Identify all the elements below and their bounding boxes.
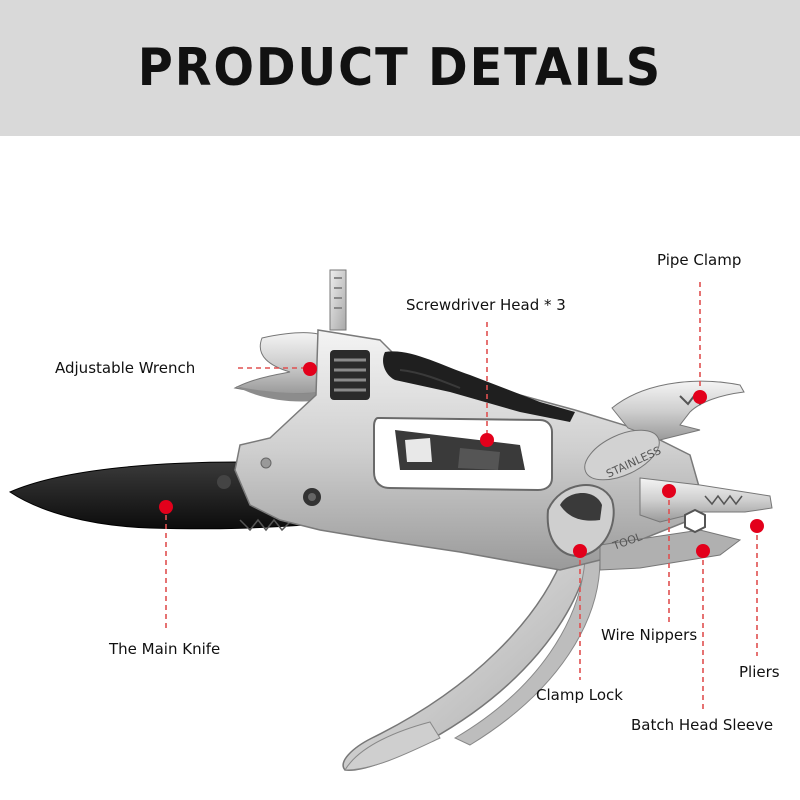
hex-socket	[684, 508, 706, 534]
label-adjustable-wrench: Adjustable Wrench	[55, 359, 196, 377]
marker-screwdriver-head	[480, 433, 494, 447]
pipe-clamp-jaw	[611, 380, 745, 441]
marker-main-knife	[159, 500, 173, 514]
rivet	[260, 457, 272, 469]
label-screwdriver-head: Screwdriver Head * 3	[406, 296, 566, 314]
marker-clamp-lock	[573, 544, 587, 558]
callout-markers	[159, 362, 764, 558]
marker-pliers	[750, 519, 764, 533]
leader-lines	[165, 282, 758, 710]
screwdriver-bit	[329, 269, 347, 331]
marker-wire-nippers	[662, 484, 676, 498]
label-pliers: Pliers	[739, 663, 780, 681]
label-main-knife: The Main Knife	[109, 640, 221, 658]
label-pipe-clamp: Pipe Clamp	[657, 251, 742, 269]
label-batch-head-sleeve: Batch Head Sleeve	[631, 716, 774, 734]
blade-tip-grip	[344, 721, 441, 771]
label-wire-nippers: Wire Nippers	[601, 626, 698, 644]
stainless-badge	[584, 429, 660, 481]
marker-batch-head-sleeve	[696, 544, 710, 558]
wrench-adjuster	[330, 350, 370, 400]
pivot-screw-body	[217, 475, 231, 489]
main-knife-serration	[239, 518, 293, 532]
handle-grip	[383, 351, 575, 422]
label-clamp-lock: Clamp Lock	[536, 686, 623, 704]
pliers-teeth	[704, 494, 743, 506]
marker-pipe-clamp	[693, 390, 707, 404]
marker-adjustable-wrench	[303, 362, 317, 376]
page-title: PRODUCT DETAILS	[137, 38, 663, 98]
header-banner: PRODUCT DETAILS	[0, 0, 800, 136]
curved-blade-back	[453, 559, 601, 746]
wrench-lower-tooth	[236, 386, 326, 402]
